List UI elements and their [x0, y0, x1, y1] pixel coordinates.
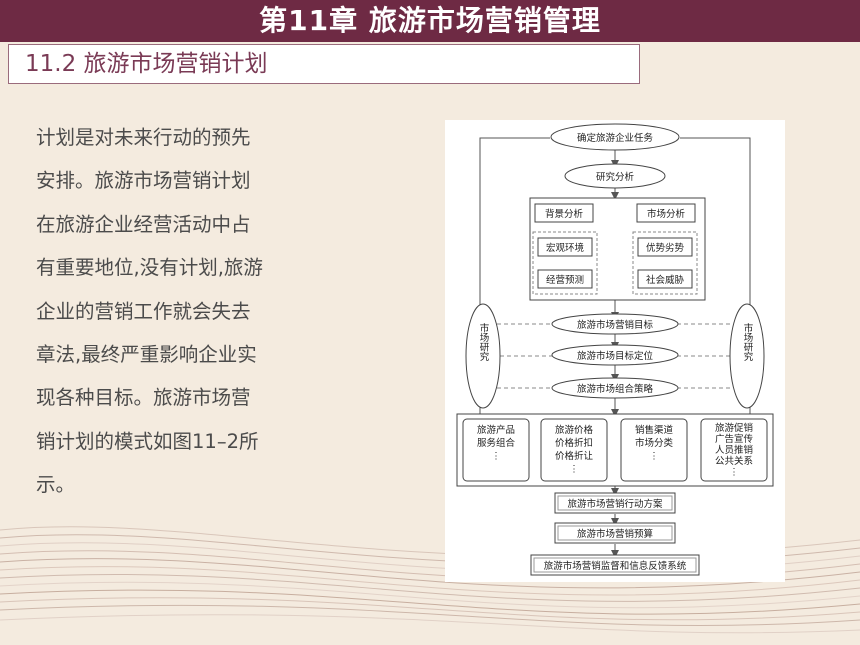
- flow-market-research-left: 市场研究: [478, 322, 490, 362]
- flow-budget: 旅游市场营销预算: [577, 528, 653, 540]
- flow-channel-3: ⋮: [649, 451, 659, 462]
- flow-macro-env: 宏观环境: [546, 242, 585, 254]
- flow-product-1: 旅游产品: [477, 424, 515, 436]
- flow-market-research-right: 市场研究: [742, 322, 754, 362]
- flow-target-positioning: 旅游市场目标定位: [577, 350, 654, 362]
- flow-business-forecast: 经营预测: [546, 274, 584, 286]
- flow-product-2: 服务组合: [477, 437, 516, 449]
- section-title: 11.2 旅游市场营销计划: [25, 51, 268, 77]
- flow-marketing-goal: 旅游市场营销目标: [577, 319, 654, 331]
- flow-research: 研究分析: [596, 171, 635, 183]
- flow-promotion-4: 公共关系: [715, 455, 753, 467]
- flow-promotion-1: 旅游促销: [715, 422, 754, 434]
- flow-price-4: ⋮: [569, 464, 579, 475]
- flow-price-3: 价格折让: [555, 450, 594, 462]
- flow-opportunities-threats: 社会威胁: [646, 274, 685, 286]
- section-header: 11.2 旅游市场营销计划: [8, 44, 640, 84]
- flow-mission: 确定旅游企业任务: [577, 132, 654, 144]
- flow-monitoring: 旅游市场营销监督和信息反馈系统: [544, 560, 687, 572]
- flow-action-plan: 旅游市场营销行动方案: [567, 498, 663, 510]
- flow-price-1: 旅游价格: [555, 424, 594, 436]
- flow-background-analysis: 背景分析: [545, 208, 584, 220]
- flow-price-2: 价格折扣: [555, 437, 593, 449]
- title-bar: [0, 0, 860, 42]
- flow-product-3: ⋮: [491, 451, 501, 462]
- flow-channel-2: 市场分类: [635, 437, 674, 449]
- chapter-title: 第11章 旅游市场营销管理: [259, 4, 601, 37]
- flow-promotion-2: 广告宣传: [715, 433, 754, 445]
- flow-strengths-weaknesses: 优势劣势: [646, 242, 685, 254]
- body-paragraph: 计划是对未来行动的预先 安排。旅游市场营销计划 在旅游企业经营活动中占 有重要地…: [36, 126, 263, 497]
- flow-promotion-5: ⋮: [729, 467, 739, 478]
- flow-channel-1: 销售渠道: [635, 424, 674, 436]
- flow-mix-strategy: 旅游市场组合策略: [577, 383, 654, 395]
- flow-market-analysis: 市场分析: [647, 208, 686, 220]
- decorative-waves: [0, 526, 860, 634]
- flowchart-svg: 确定旅游企业任务 研究分析 背景分析 市场分析 宏观环境 经营预测 优势劣势 社…: [456, 123, 774, 576]
- marketing-plan-flowchart: 确定旅游企业任务 研究分析 背景分析 市场分析 宏观环境 经营预测 优势劣势 社…: [445, 120, 785, 582]
- flow-promotion-3: 人员推销: [715, 444, 754, 456]
